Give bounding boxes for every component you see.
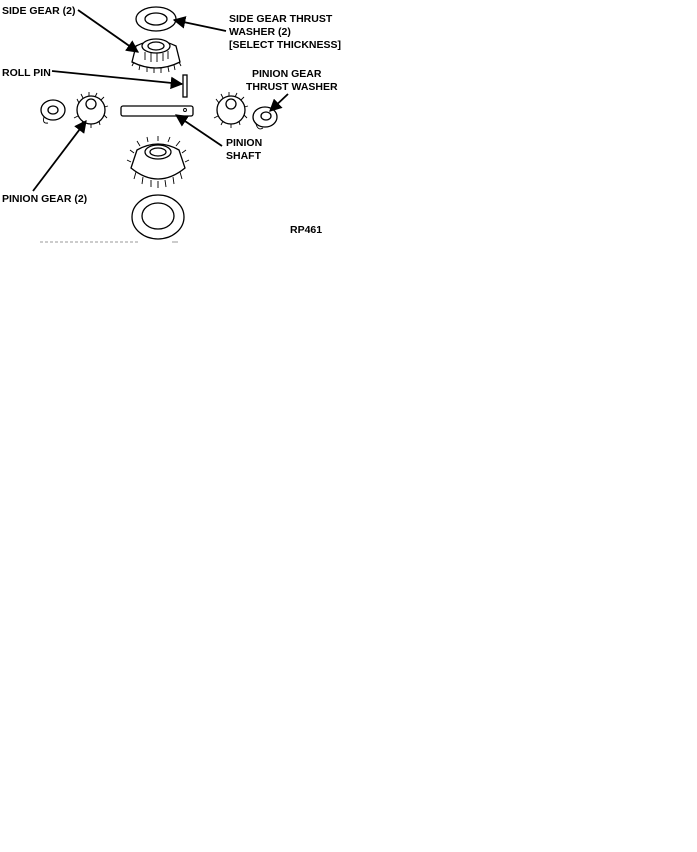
bottom-side-gear [126,136,190,188]
label-side-gear: SIDE GEAR (2) [2,5,76,17]
label-side-gear-thrust-washer-2: WASHER (2) [229,26,291,38]
label-pinion-gear-thrust-washer-2: THRUST WASHER [246,81,338,93]
label-side-gear-thrust-washer-1: SIDE GEAR THRUST [229,13,333,25]
label-pinion-gear: PINION GEAR (2) [2,193,87,205]
top-side-gear-thrust-washer [135,6,177,32]
figure-code: RP461 [290,224,322,236]
bottom-side-gear-thrust-washer [131,194,185,240]
right-pinion-gear-thrust-washer [252,106,278,130]
leader-side-gear [77,9,140,53]
label-roll-pin: ROLL PIN [2,67,51,79]
label-side-gear-thrust-washer-3: [SELECT THICKNESS] [229,39,341,51]
top-side-gear [131,38,182,73]
leader-lines [32,9,289,192]
pinion-shaft [120,105,194,117]
roll-pin [182,74,188,98]
leader-side-gear-thrust-washer [172,16,227,32]
label-pinion-gear-thrust-washer-1: PINION GEAR [252,68,322,80]
label-pinion-shaft-2: SHAFT [226,150,262,162]
label-pinion-shaft-1: PINION [226,137,262,149]
leader-roll-pin [51,70,184,90]
leader-pinion-gear [32,119,87,192]
left-pinion-gear [73,92,109,128]
right-pinion-gear [213,92,249,128]
left-pinion-gear-thrust-washer [40,99,66,124]
leader-pinion-gear-thrust-washer [269,93,289,112]
leader-pinion-shaft [174,114,223,147]
